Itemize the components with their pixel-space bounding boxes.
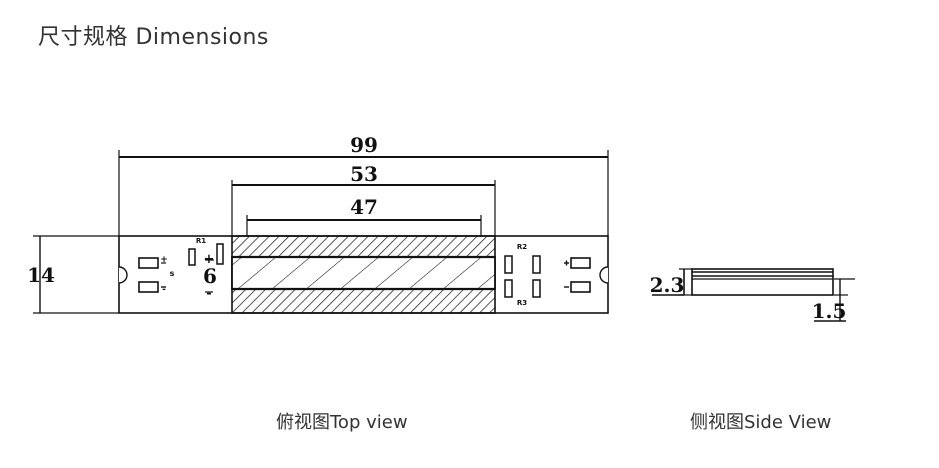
side-profile — [691, 268, 834, 296]
r2-resistor-b — [532, 255, 541, 274]
label-plus: + — [204, 252, 215, 267]
label-pad-plus: + — [160, 255, 168, 265]
r1-resistor-b — [216, 243, 224, 265]
label-overall-length: 99 — [350, 133, 378, 157]
label-stripe-width: 6 — [203, 264, 217, 288]
page-title: 尺寸规格 Dimensions — [38, 25, 269, 50]
dim-overall-length — [118, 150, 609, 236]
caption-top-view: 俯视图Top view — [276, 412, 408, 433]
label-r3: R3 — [517, 299, 527, 307]
label-side-base: 1.5 — [812, 299, 847, 323]
dim-width — [33, 235, 119, 314]
label-width: 14 — [27, 263, 55, 287]
label-middle-length: 53 — [350, 162, 378, 186]
dim-inner-length — [246, 215, 482, 236]
r1-resistor — [188, 248, 196, 266]
left-pad-top — [138, 257, 159, 269]
label-r2: R2 — [517, 243, 527, 251]
dim-middle-length — [231, 180, 496, 236]
right-notch — [599, 266, 609, 284]
right-pad-top — [570, 257, 591, 269]
label-left-mark: s — [170, 269, 175, 278]
caption-side-view: 侧视图Side View — [690, 412, 832, 433]
r2-resistor-a — [504, 255, 513, 274]
left-pad-bottom — [138, 281, 159, 293]
side-view — [652, 268, 855, 322]
dim-side-total — [652, 268, 692, 296]
right-pad-bottom — [570, 281, 591, 293]
label-side-total: 2.3 — [650, 273, 685, 297]
left-notch — [118, 266, 128, 284]
label-r1: R1 — [196, 237, 206, 245]
r3-resistor-a — [504, 279, 513, 298]
top-view — [33, 150, 609, 314]
dim-side-base — [814, 278, 855, 322]
label-inner-length: 47 — [350, 195, 378, 219]
r3-resistor-b — [532, 279, 541, 298]
label-minus: - — [206, 286, 211, 301]
label-pad-minus: - — [162, 285, 166, 295]
